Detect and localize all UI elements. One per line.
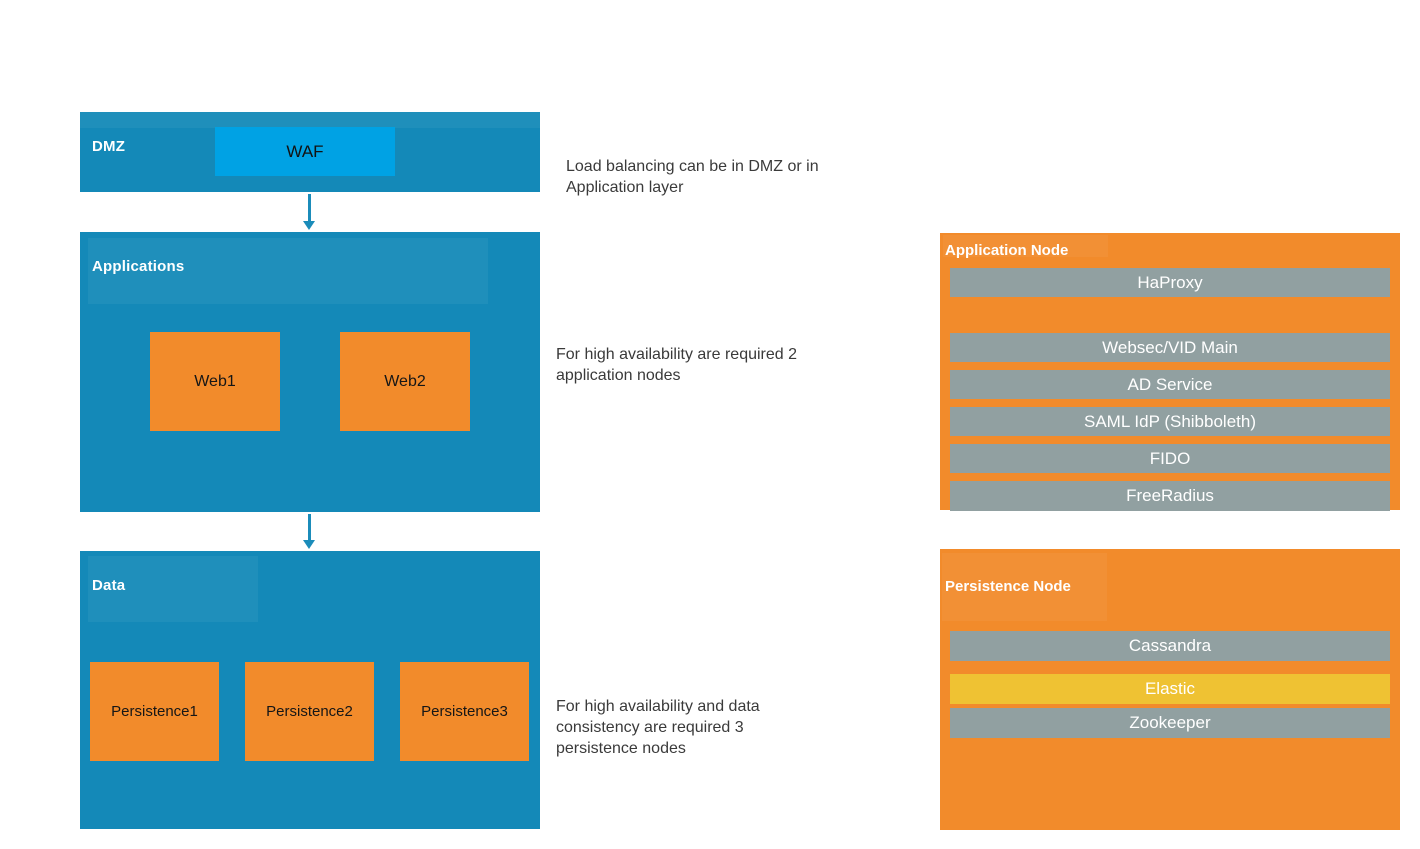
arrow-applications-to-data xyxy=(303,514,315,549)
node-persistence3: Persistence3 xyxy=(400,662,529,761)
service-cassandra: Cassandra xyxy=(950,631,1390,661)
layer-data-label: Data xyxy=(92,577,126,594)
arrow-dmz-to-applications xyxy=(303,194,315,230)
annotation-persistence-nodes: For high availability and data consisten… xyxy=(556,696,760,759)
node-waf: WAF xyxy=(215,127,395,176)
annotation-line: application nodes xyxy=(556,367,681,384)
service-elastic-highlighted: Elastic xyxy=(950,674,1390,704)
annotation-line: persistence nodes xyxy=(556,740,686,757)
panel-persistence-node: Persistence Node Cassandra Elastic Zooke… xyxy=(940,549,1400,830)
node-web2: Web2 xyxy=(340,332,470,431)
service-ad-service: AD Service xyxy=(950,370,1390,399)
annotation-line: Application layer xyxy=(566,179,684,196)
node-persistence2: Persistence2 xyxy=(245,662,374,761)
node-persistence1: Persistence1 xyxy=(90,662,219,761)
panel-persistence-node-title: Persistence Node xyxy=(945,578,1071,595)
service-websec-vid-main: Websec/VID Main xyxy=(950,333,1390,362)
layer-dmz: DMZ WAF xyxy=(80,112,540,192)
annotation-line: Load balancing can be in DMZ or in xyxy=(566,158,819,175)
label-highlight xyxy=(80,112,540,128)
annotation-load-balancing: Load balancing can be in DMZ or in Appli… xyxy=(566,156,819,198)
node-web1: Web1 xyxy=(150,332,280,431)
annotation-line: For high availability are required 2 xyxy=(556,346,798,363)
panel-application-node-title: Application Node xyxy=(945,242,1069,259)
annotation-line: For high availability and data xyxy=(556,698,760,715)
panel-application-node: Application Node HaProxy Websec/VID Main… xyxy=(940,233,1400,511)
service-freeradius: FreeRadius xyxy=(950,481,1390,511)
layer-applications: Applications Web1 Web2 xyxy=(80,232,540,512)
layer-applications-label: Applications xyxy=(92,258,185,275)
annotation-application-nodes: For high availability are required 2 app… xyxy=(556,344,797,386)
annotation-line: consistency are required 3 xyxy=(556,719,744,736)
service-saml-idp: SAML IdP (Shibboleth) xyxy=(950,407,1390,436)
service-zookeeper: Zookeeper xyxy=(950,708,1390,738)
layer-dmz-label: DMZ xyxy=(92,138,126,155)
service-fido: FIDO xyxy=(950,444,1390,473)
layer-data: Data Persistence1 Persistence2 Persisten… xyxy=(80,551,540,829)
service-haproxy: HaProxy xyxy=(950,268,1390,297)
